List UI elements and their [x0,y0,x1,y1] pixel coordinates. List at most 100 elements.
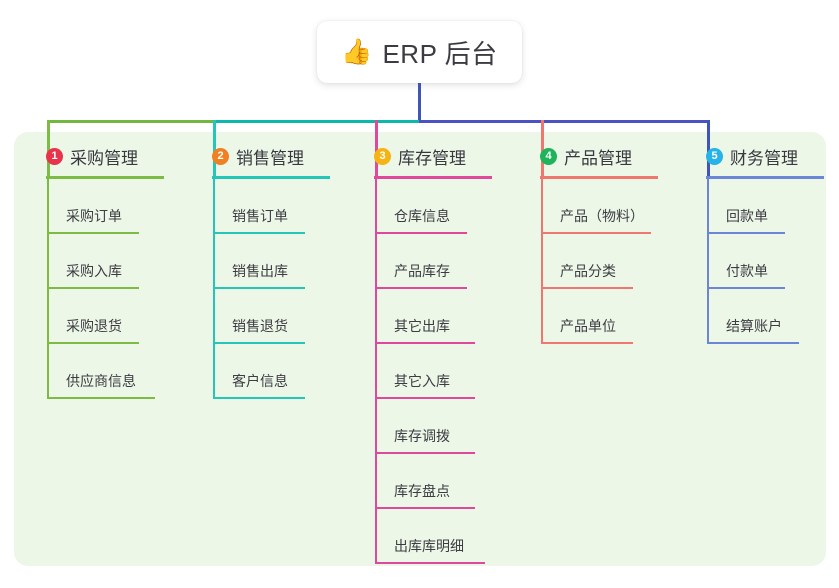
column-badge-icon: 1 [46,147,63,165]
column-header-rule [706,176,824,179]
column-badge-icon: 2 [212,147,229,165]
list-item[interactable]: 出库库明细 [358,509,508,564]
list-item[interactable]: 销售退货 [196,289,346,344]
column-title: 财务管理 [730,148,798,168]
column-header-1[interactable]: 1 采购管理 [30,143,180,169]
column-badge-icon: 3 [374,147,391,165]
list-item[interactable]: 其它出库 [358,289,508,344]
list-item-label: 采购入库 [66,263,122,279]
bus-segment-3 [419,120,710,123]
column-items: 回款单付款单结算账户 [690,179,839,344]
list-item-rule [375,452,475,454]
branch-spine [375,179,377,564]
list-item-rule [47,397,155,399]
list-item-rule [375,287,467,289]
list-item-label: 采购退货 [66,318,122,334]
column-header-rule [212,176,330,179]
column-header-2[interactable]: 2 销售管理 [196,143,346,169]
column-title: 采购管理 [70,148,138,168]
list-item-label: 其它出库 [394,318,450,334]
list-item-rule [541,287,633,289]
column-drop-3 [375,120,378,176]
list-item[interactable]: 供应商信息 [30,344,180,399]
list-item-rule [707,287,785,289]
list-item-label: 销售订单 [232,208,288,224]
list-item-rule [375,507,475,509]
list-item[interactable]: 仓库信息 [358,179,508,234]
column-drop-1 [47,120,50,176]
list-item-rule [541,232,651,234]
branch-spine [47,179,49,399]
column-title: 库存管理 [398,148,466,168]
list-item[interactable]: 其它入库 [358,344,508,399]
list-item[interactable]: 采购入库 [30,234,180,289]
page-title: ERP 后台 [382,38,498,69]
thumbs-up-icon: 👍 [341,37,373,66]
list-item-label: 销售出库 [232,263,288,279]
list-item[interactable]: 销售出库 [196,234,346,289]
branch-spine [541,179,543,344]
list-item-rule [375,232,467,234]
list-item-rule [213,287,305,289]
list-item-label: 付款单 [726,263,768,279]
list-item[interactable]: 产品单位 [524,289,674,344]
list-item-rule [213,342,305,344]
list-item[interactable]: 采购订单 [30,179,180,234]
list-item-rule [47,342,139,344]
column-header-3[interactable]: 3 库存管理 [358,143,508,169]
list-item-rule [47,232,139,234]
root-node[interactable]: 👍 ERP 后台 [317,21,522,83]
list-item[interactable]: 库存盘点 [358,454,508,509]
column-items: 仓库信息产品库存其它出库其它入库库存调拨库存盘点出库库明细 [358,179,508,564]
column-1: 1 采购管理采购订单采购入库采购退货供应商信息 [30,143,180,399]
bus-segment-1 [47,120,216,123]
list-item-label: 客户信息 [232,373,288,389]
list-item-label: 销售退货 [232,318,288,334]
list-item-label: 采购订单 [66,208,122,224]
list-item[interactable]: 客户信息 [196,344,346,399]
column-3: 3 库存管理仓库信息产品库存其它出库其它入库库存调拨库存盘点出库库明细 [358,143,508,564]
list-item[interactable]: 产品分类 [524,234,674,289]
list-item-rule [541,342,633,344]
list-item-label: 出库库明细 [394,538,464,554]
column-badge-icon: 4 [540,147,557,165]
diagram-panel [14,132,826,566]
list-item-label: 库存调拨 [394,428,450,444]
list-item[interactable]: 回款单 [690,179,839,234]
column-header-5[interactable]: 5 财务管理 [690,143,839,169]
trunk-connector [418,83,421,120]
list-item-rule [213,232,305,234]
list-item-label: 回款单 [726,208,768,224]
column-header-rule [46,176,164,179]
bus-segment-2 [213,120,422,123]
list-item-rule [213,397,305,399]
list-item-rule [375,397,475,399]
column-badge-icon: 5 [706,147,723,165]
list-item[interactable]: 销售订单 [196,179,346,234]
list-item-label: 库存盘点 [394,483,450,499]
list-item[interactable]: 采购退货 [30,289,180,344]
list-item-rule [707,342,799,344]
list-item[interactable]: 库存调拨 [358,399,508,454]
list-item[interactable]: 产品（物料） [524,179,674,234]
column-header-rule [374,176,492,179]
column-title: 销售管理 [236,148,304,168]
list-item[interactable]: 产品库存 [358,234,508,289]
column-2: 2 销售管理销售订单销售出库销售退货客户信息 [196,143,346,399]
column-items: 产品（物料） 产品分类产品单位 [524,179,674,344]
list-item-label: 供应商信息 [66,373,136,389]
list-item-rule [47,287,139,289]
list-item-label: 仓库信息 [394,208,450,224]
list-item-label: 产品（物料） [560,208,644,224]
list-item[interactable]: 结算账户 [690,289,839,344]
column-drop-4 [541,120,544,176]
list-item-label: 结算账户 [726,318,782,334]
list-item-rule [375,562,485,564]
column-items: 销售订单销售出库销售退货客户信息 [196,179,346,399]
branch-spine [707,179,709,344]
list-item-label: 产品库存 [394,263,450,279]
list-item[interactable]: 付款单 [690,234,839,289]
